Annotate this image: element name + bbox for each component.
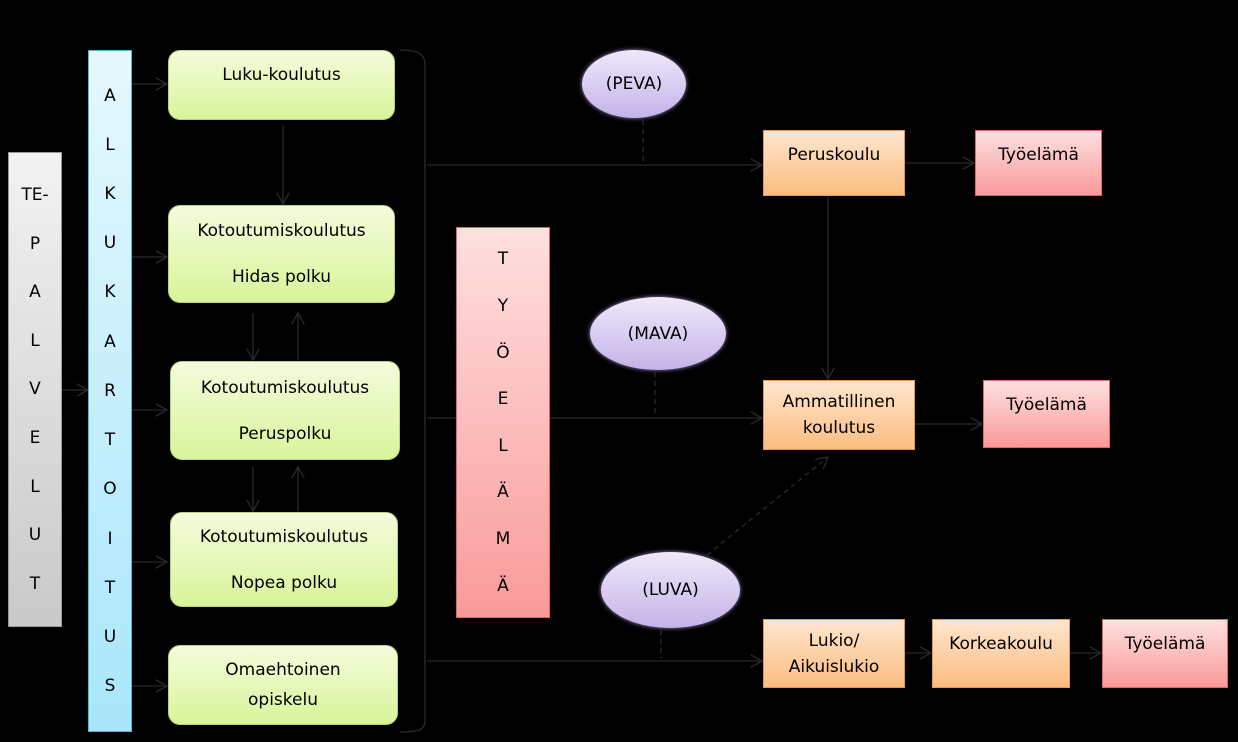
letter: R <box>104 380 116 401</box>
label: Kotoutumiskoulutus <box>197 221 366 241</box>
label: Peruspolku <box>238 423 332 444</box>
label: Työelämä <box>1124 634 1206 654</box>
label: (MAVA) <box>627 323 689 344</box>
letter: L <box>498 435 508 456</box>
luva-ellipse: (LUVA) <box>601 552 740 628</box>
label: Luku-koulutus <box>222 65 341 85</box>
letter: V <box>29 379 41 400</box>
letter: T <box>29 573 41 594</box>
mava-ellipse: (MAVA) <box>590 297 726 370</box>
letter: T <box>104 577 116 598</box>
letter: K <box>104 282 116 303</box>
label: Korkeakoulu <box>949 634 1053 654</box>
tyoelama-box-3: Työelämä <box>1102 619 1228 688</box>
omaehtoinen-box: Omaehtoinen opiskelu <box>168 645 398 725</box>
korkeakoulu-box: Korkeakoulu <box>932 619 1070 688</box>
te-palvelut-bar: TE- P A L V E L U T <box>8 152 62 627</box>
letter: L <box>105 134 115 155</box>
label: koulutus <box>802 418 876 438</box>
letter: O <box>103 479 117 500</box>
ammatillinen-box: Ammatillinen koulutus <box>763 380 915 450</box>
label: (PEVA) <box>605 74 663 94</box>
tyoelama-bar: T Y Ö E L Ä M Ä <box>456 227 550 618</box>
letter: Y <box>497 295 509 316</box>
letter: U <box>103 627 117 648</box>
label: opiskelu <box>248 690 318 710</box>
label: Työelämä <box>1006 395 1087 415</box>
peruskoulu-box: Peruskoulu <box>763 130 905 196</box>
letter: Ä <box>497 482 509 503</box>
tyoelama-box-1: Työelämä <box>975 130 1102 196</box>
letter: U <box>103 233 117 254</box>
letter: K <box>104 184 116 205</box>
label: Ammatillinen <box>782 392 896 412</box>
alkukartoitus-bar: A L K U K A R T O I T U S <box>88 50 132 732</box>
letter: TE- <box>21 185 49 206</box>
letter: L <box>30 330 40 351</box>
letter: E <box>497 389 509 410</box>
label: Hidas polku <box>232 267 331 287</box>
peva-ellipse: (PEVA) <box>582 50 686 118</box>
letter: Ä <box>497 575 509 596</box>
letter: T <box>104 430 116 451</box>
label: (LUVA) <box>642 580 699 600</box>
letter: P <box>29 233 41 254</box>
letter: T <box>497 249 509 270</box>
label: Lukio/ <box>808 630 860 651</box>
letter: A <box>104 85 116 106</box>
letter: I <box>107 528 113 549</box>
lukio-box: Lukio/Aikuislukio <box>763 619 905 688</box>
tyoelama-box-2: Työelämä <box>983 380 1110 448</box>
letter: S <box>104 676 116 697</box>
label: Omaehtoinen <box>225 660 341 680</box>
label: Työelämä <box>998 145 1079 165</box>
letter: A <box>104 331 116 352</box>
label: Peruskoulu <box>787 145 881 165</box>
letter: Ö <box>496 342 510 363</box>
letter: L <box>30 476 40 497</box>
letter: A <box>29 282 41 303</box>
label: Kotoutumiskoulutus <box>199 526 369 547</box>
luku-koulutus-box: Luku-koulutus <box>168 50 395 120</box>
letter: M <box>495 529 511 550</box>
label: Aikuislukio <box>788 656 880 677</box>
letter: U <box>28 525 42 546</box>
label: Nopea polku <box>230 572 338 593</box>
label: Kotoutumiskoulutus <box>200 377 370 398</box>
letter: E <box>29 428 41 448</box>
